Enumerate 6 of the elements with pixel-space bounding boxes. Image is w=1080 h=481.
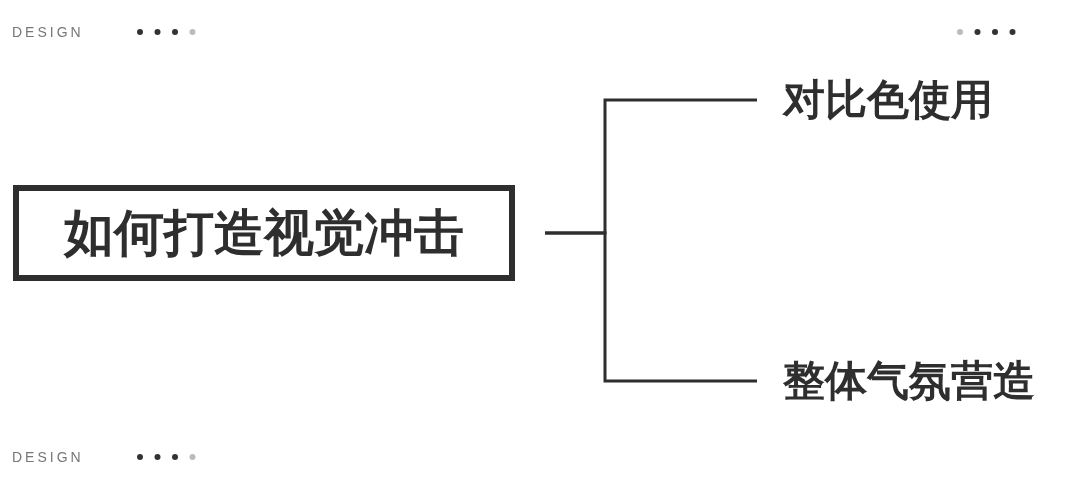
branch-text: 整体气氛营造 — [757, 352, 1077, 410]
design-label: DESIGN — [12, 449, 84, 465]
design-label: DESIGN — [12, 24, 84, 40]
branch-text: 对比色使用 — [757, 72, 1037, 128]
title-box: 如何打造视觉冲击 — [13, 185, 515, 281]
connector-line — [545, 231, 757, 383]
